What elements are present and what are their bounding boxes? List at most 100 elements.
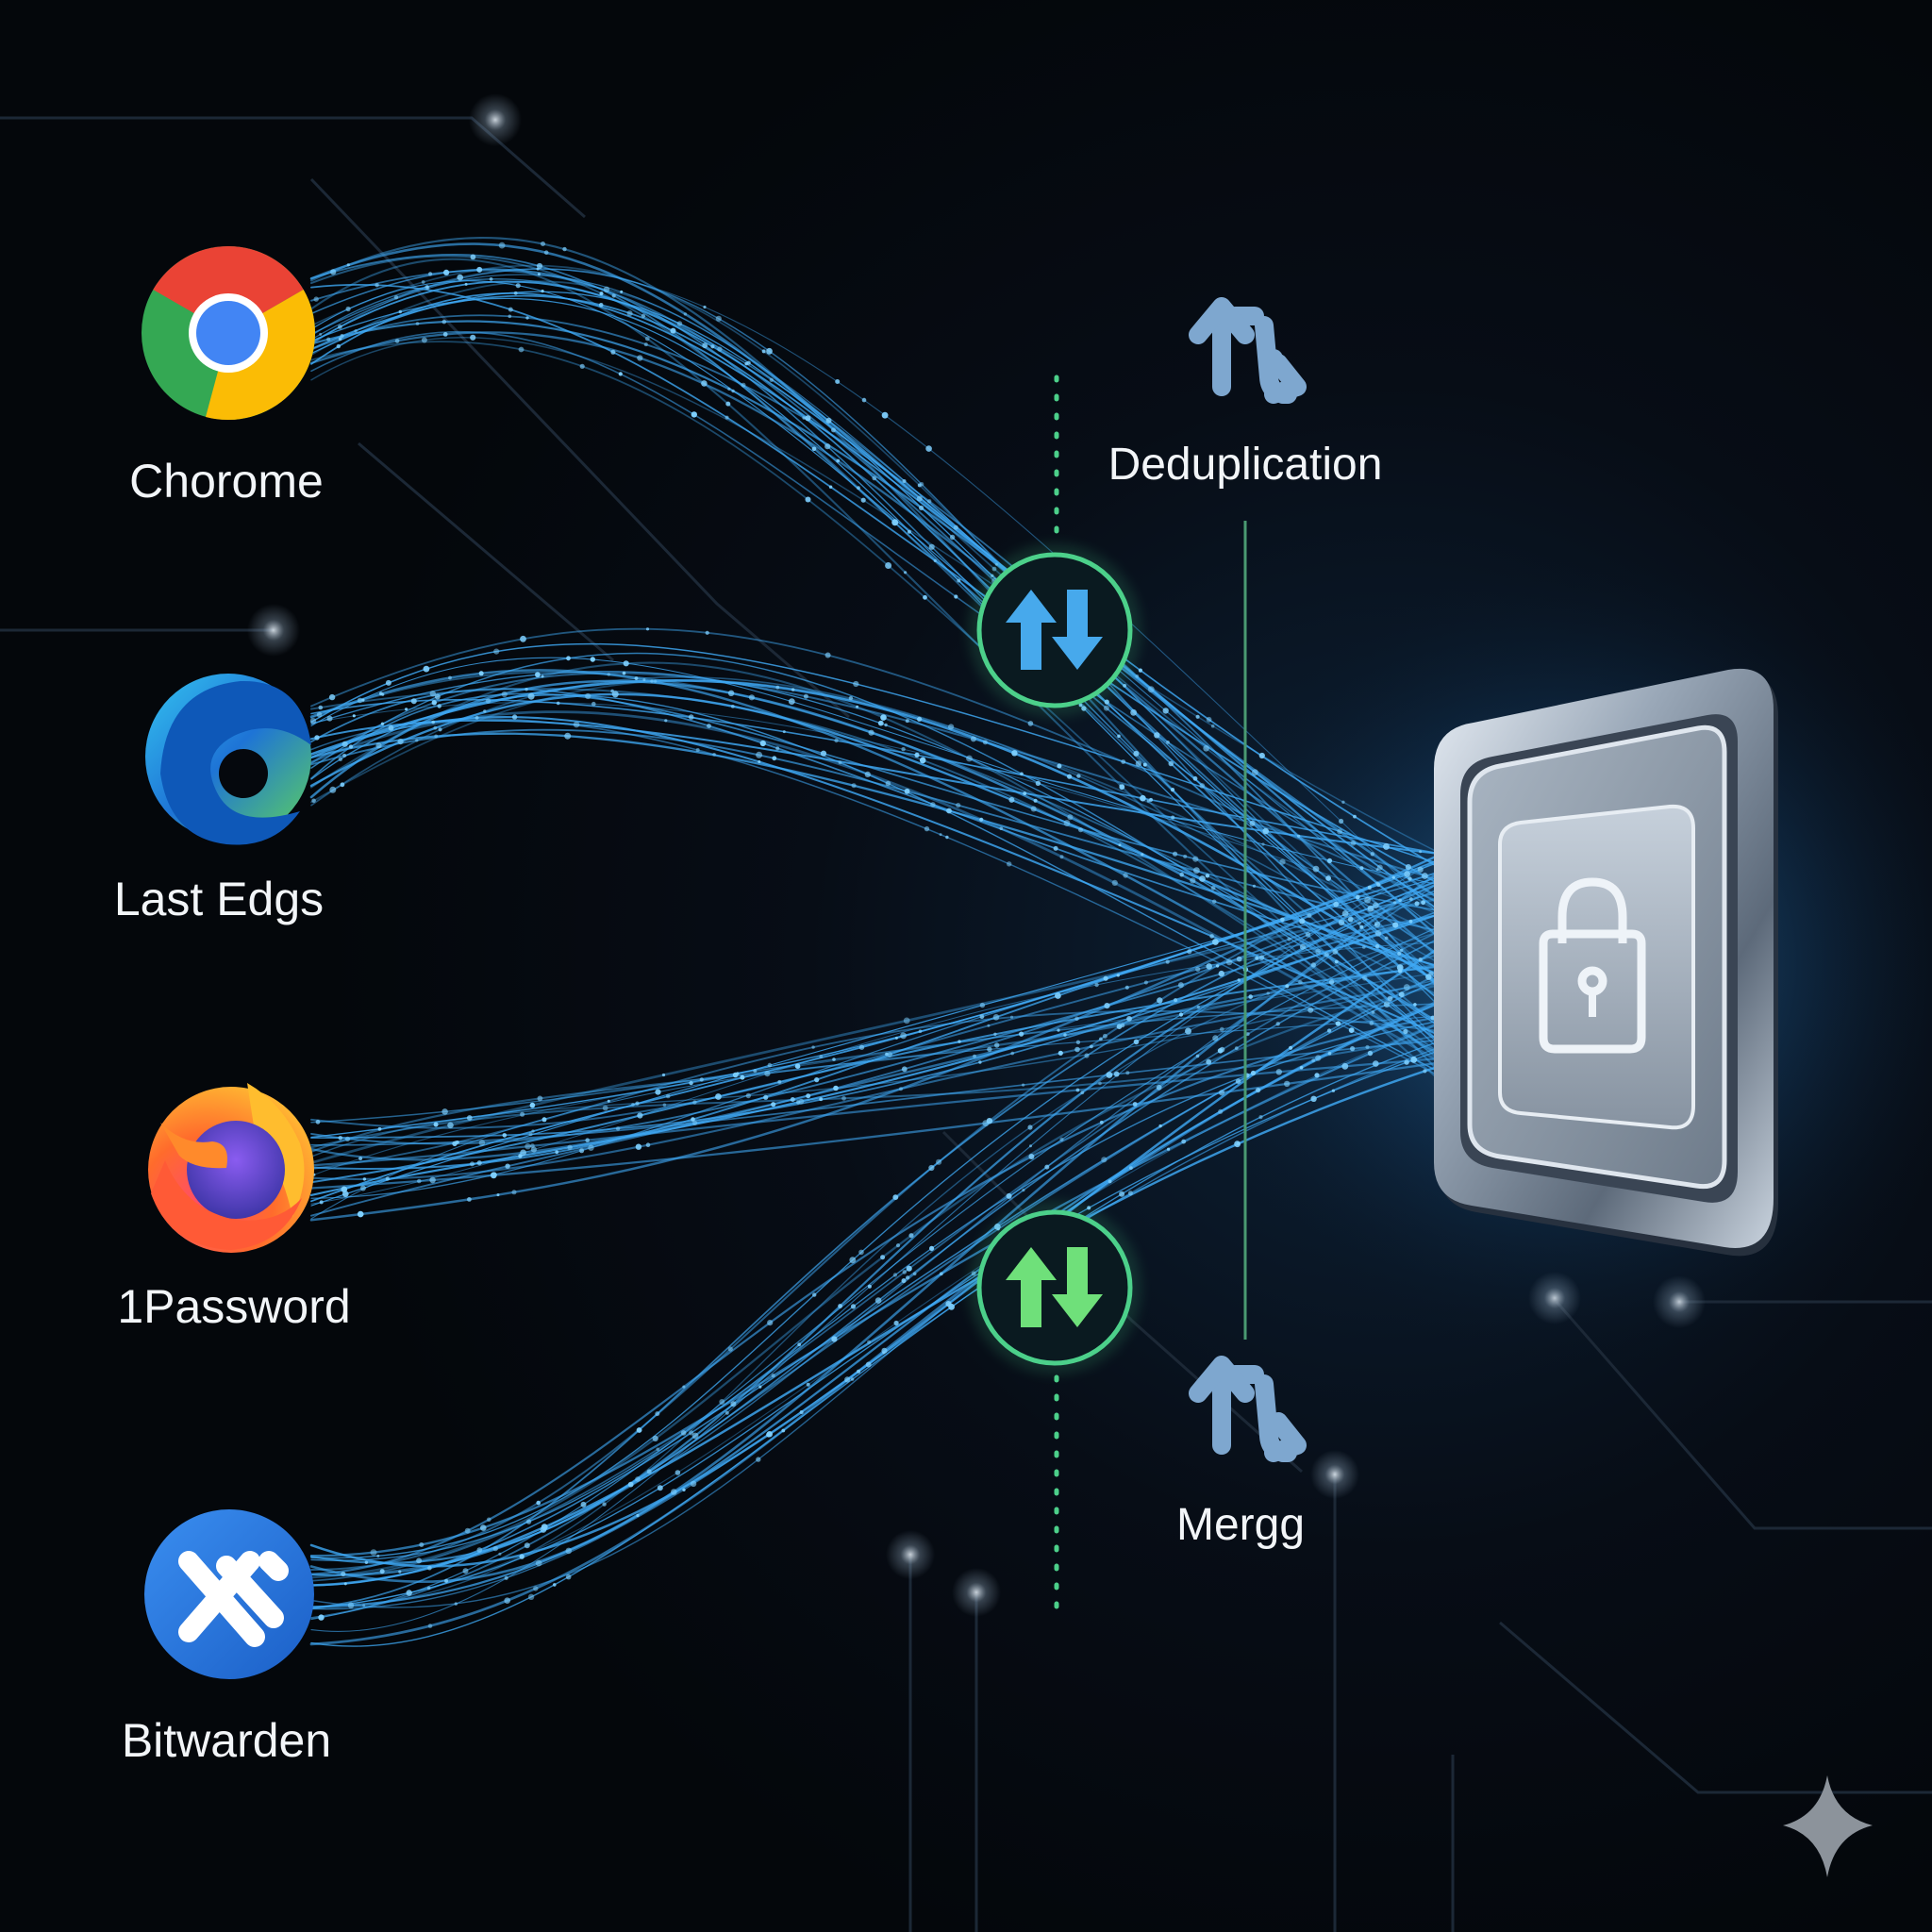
stream-particle [555,1150,559,1155]
stream-line [310,255,1435,1024]
stream-particle [318,705,324,710]
stream-particle [1199,875,1206,882]
stream-particle [329,786,337,793]
stream-particle [1235,1078,1241,1084]
stream-particle [979,1014,985,1020]
stream-particle [437,704,441,708]
stream-particle [894,1036,898,1040]
stream-particle [1006,1192,1012,1199]
stream-particle [1383,1001,1391,1008]
stream-particle [338,757,343,761]
stream-particle [1142,762,1147,767]
stream-particle [635,1101,640,1106]
stream-particle [462,1568,469,1574]
stream-particle [1369,1021,1374,1025]
stream-particle [478,1140,486,1146]
stream-particle [602,1105,608,1111]
stream-line [309,982,1436,1181]
stream-particle [902,479,907,483]
stream-particle [623,660,629,667]
dedup-icon [1189,297,1307,404]
stream-particle [919,757,926,764]
sync-node-top [968,543,1141,717]
stream-particle [797,1342,802,1347]
stream-particle [603,286,610,292]
source-label: Chorome [129,455,324,508]
stream-line [310,979,1435,1158]
stream-particle [1284,1080,1291,1088]
stream-particle [838,760,842,765]
stream-particle [1408,897,1413,901]
stream-particle [620,290,624,293]
stream-particle [1074,1016,1079,1022]
stream-particle [502,1133,508,1138]
stream-particle [380,722,385,725]
stream-particle [832,1058,836,1061]
stream-particle [626,310,633,317]
stream-line [310,698,1435,854]
stream-particle [443,269,450,275]
stream-particle [682,1488,686,1492]
stream-particle [599,291,604,296]
stream-particle [1353,814,1357,819]
stream-particle [834,738,839,743]
stream-particle [1407,876,1412,881]
stream-particle [811,1045,815,1049]
stream-particle [1104,1003,1110,1009]
stream-particle [1400,948,1404,953]
stream-particle [405,708,408,711]
stream-particle [536,1500,541,1506]
stream-particle [1123,684,1126,688]
stream-particle [885,562,892,569]
stream-particle [732,1072,739,1078]
stream-particle [590,657,595,662]
stream-line [309,331,1436,955]
stream-particle [1133,1039,1140,1045]
stream-line [309,914,1436,1196]
stream-particle [1158,1124,1162,1128]
stream-particle [441,319,447,325]
stream-particle [881,411,889,419]
stream-particle [1205,874,1210,878]
stream-particle [1324,952,1329,958]
stream-particle [806,1382,810,1387]
stream-particle [791,688,795,691]
stream-particle [370,1549,377,1557]
stream-particle [505,1163,510,1169]
stream-particle [1067,814,1074,821]
stream-particle [361,698,365,702]
stream-particle [410,698,417,705]
stream-particle [824,652,831,658]
stream-particle [1179,872,1184,877]
stream-particle [357,1210,364,1218]
stream-particle [806,1093,811,1099]
edge-icon [145,674,311,845]
stream-line [310,911,1435,1140]
stream-line [310,314,1435,985]
stream-particle [637,355,643,361]
stream-particle [328,693,336,701]
data-streams [309,237,1436,1647]
stream-particle [1392,922,1399,928]
stream-particle [1367,905,1374,912]
stream-particle [724,1410,729,1415]
stream-particle [527,692,535,700]
stream-particle [1305,931,1311,938]
stream-particle [541,242,545,246]
stream-particle [1310,1095,1317,1103]
stream-particle [982,740,988,745]
stream-particle [715,1093,722,1100]
stream-particle [381,692,385,696]
stream-particle [978,1060,982,1064]
stream-particle [1113,1071,1120,1077]
stream-particle [385,1176,390,1181]
stream-particle [645,1142,651,1147]
stream-particle [1218,1108,1224,1114]
stream-particle [1011,750,1018,757]
stream-particle [1337,828,1342,835]
stream-particle [1422,873,1428,879]
stream-particle [433,725,438,730]
stream-particle [986,1118,993,1124]
stream-line [309,732,1436,967]
stream-particle [636,1427,642,1433]
